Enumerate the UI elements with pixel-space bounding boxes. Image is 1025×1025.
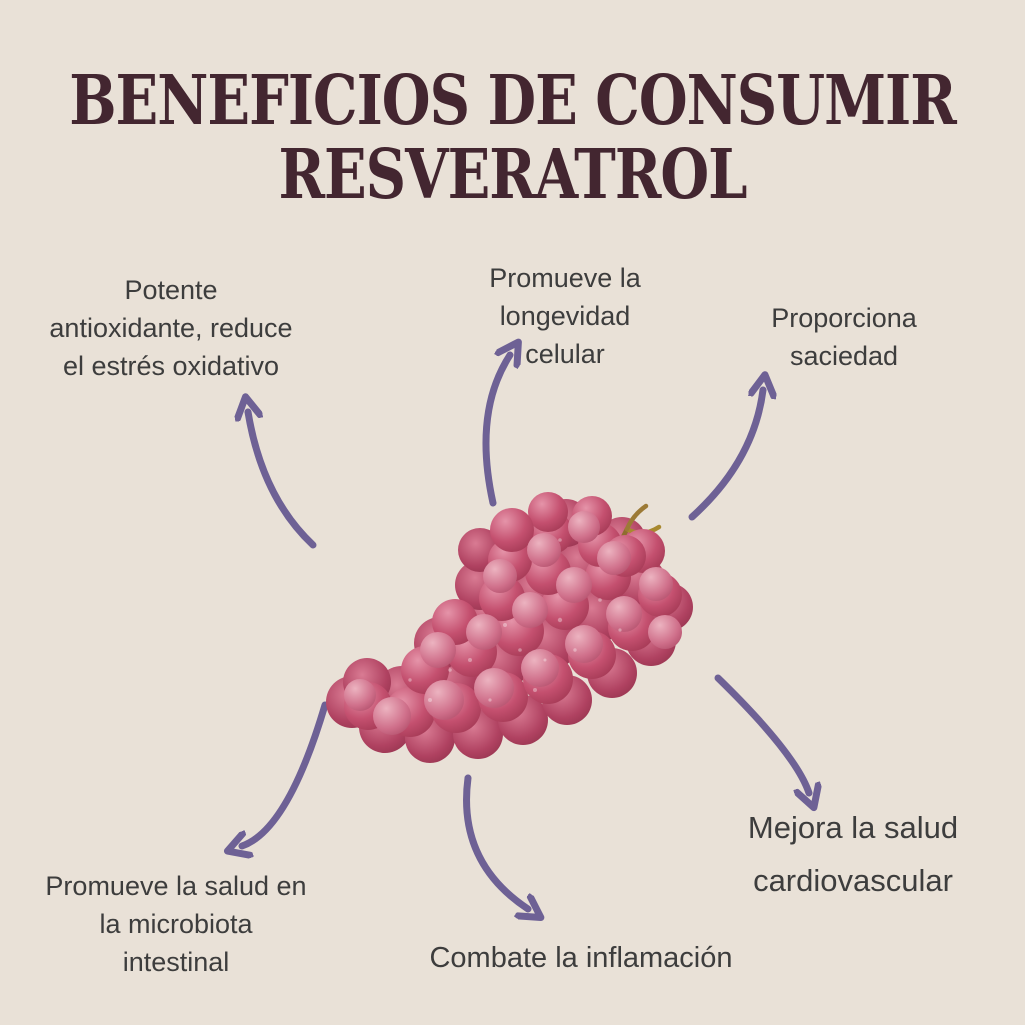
curved-arrow-top-center-icon [482, 355, 510, 507]
curved-arrow-bottom-center-icon [463, 774, 528, 909]
benefit-label-longevity: Promueve la longevidad celular [489, 263, 641, 369]
benefit-label-antioxidant: Potente antioxidante, reduce el estrés o… [49, 275, 293, 381]
curved-arrow-top-left-icon [248, 412, 317, 549]
benefit-label-cardio: Mejora la salud cardiovascular [747, 810, 959, 898]
curved-arrow-bottom-left-icon [242, 701, 329, 846]
benefit-label-microbiota: Promueve la salud en la microbiota intes… [45, 871, 307, 977]
page-title: BENEFICIOS DE CONSUMIR RESVERATROL [69, 60, 957, 216]
benefit-label-satiety: Proporciona saciedad [771, 303, 917, 371]
curved-arrow-top-right-icon [688, 390, 763, 521]
benefit-label-inflammation: Combate la inflamación [429, 942, 733, 974]
grapes-image [326, 492, 693, 763]
arrow-icons [242, 355, 809, 909]
curved-arrow-bottom-right-icon [714, 674, 809, 793]
